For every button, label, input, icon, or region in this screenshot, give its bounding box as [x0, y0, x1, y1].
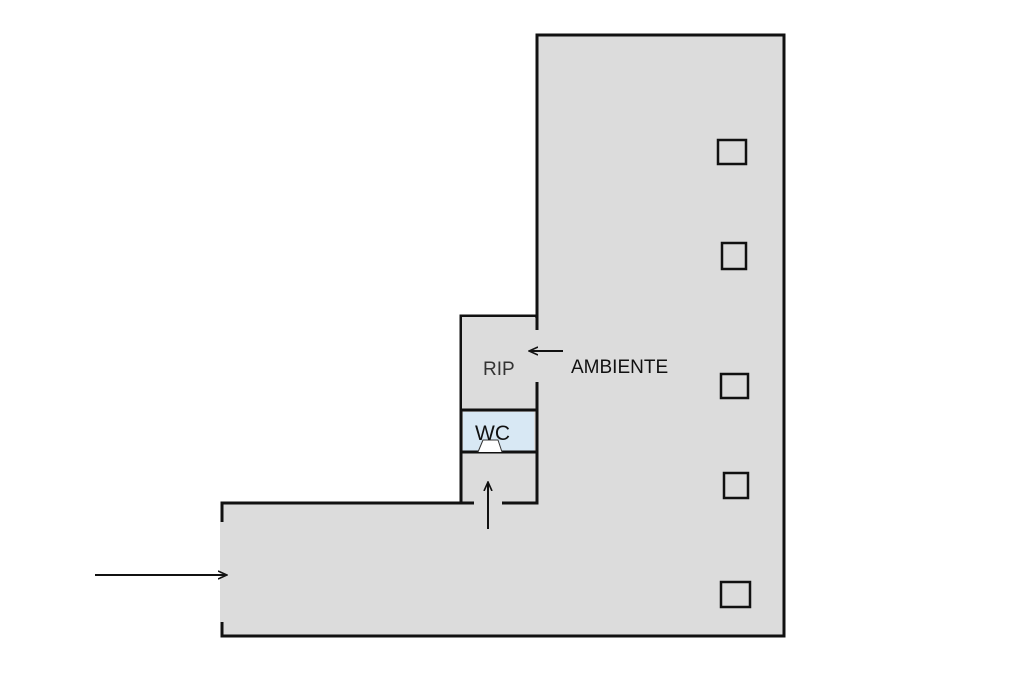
column-1	[716, 138, 748, 166]
rip-room	[462, 317, 535, 409]
column-2	[720, 241, 748, 271]
column-3	[719, 372, 750, 400]
wc-door-swing	[477, 439, 503, 453]
column-4	[722, 471, 750, 500]
column-5	[719, 580, 752, 609]
ambiente-label: AMBIENTE	[571, 357, 668, 378]
rip-label: RIP	[483, 359, 515, 380]
wc-label: WC	[475, 422, 510, 445]
